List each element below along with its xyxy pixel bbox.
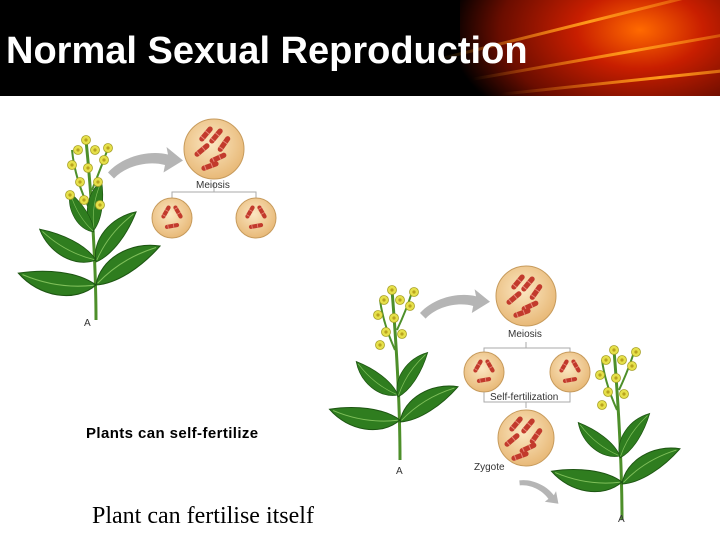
plant-label-top: A bbox=[84, 318, 91, 329]
arrow-to-meiosis-bottom bbox=[420, 289, 490, 319]
arrow-to-meiosis-top bbox=[108, 147, 183, 179]
plant-a-bottom-right bbox=[548, 345, 686, 521]
meiosis-label-top: Meiosis bbox=[196, 180, 230, 191]
self-fertilization-label: Self-fertilization bbox=[490, 392, 559, 403]
plant-label-bottom-right: A bbox=[618, 514, 625, 525]
plant-a-bottom-left bbox=[326, 285, 464, 461]
reproduction-illustration bbox=[14, 118, 686, 521]
cell-top-gamete-right bbox=[235, 197, 277, 239]
caption-fertilise-itself: Plant can fertilise itself bbox=[92, 503, 314, 529]
cell-bottom-gamete-left bbox=[463, 351, 505, 393]
cell-zygote bbox=[497, 409, 555, 467]
title-bar: Normal Sexual Reproduction bbox=[0, 0, 720, 96]
meiosis-label-bottom: Meiosis bbox=[508, 329, 542, 340]
plant-label-bottom-left: A bbox=[396, 466, 403, 477]
cell-top-gamete-left bbox=[151, 197, 193, 239]
caption-self-fertilize: Plants can self-fertilize bbox=[86, 425, 259, 442]
title-glow-decoration bbox=[460, 0, 720, 96]
cell-bottom-parent bbox=[495, 265, 557, 327]
cell-top-parent bbox=[183, 118, 245, 180]
plant-a-top bbox=[14, 135, 167, 321]
cell-bottom-gamete-right bbox=[549, 351, 591, 393]
zygote-label: Zygote bbox=[474, 462, 505, 473]
slide-title: Normal Sexual Reproduction bbox=[6, 30, 528, 72]
